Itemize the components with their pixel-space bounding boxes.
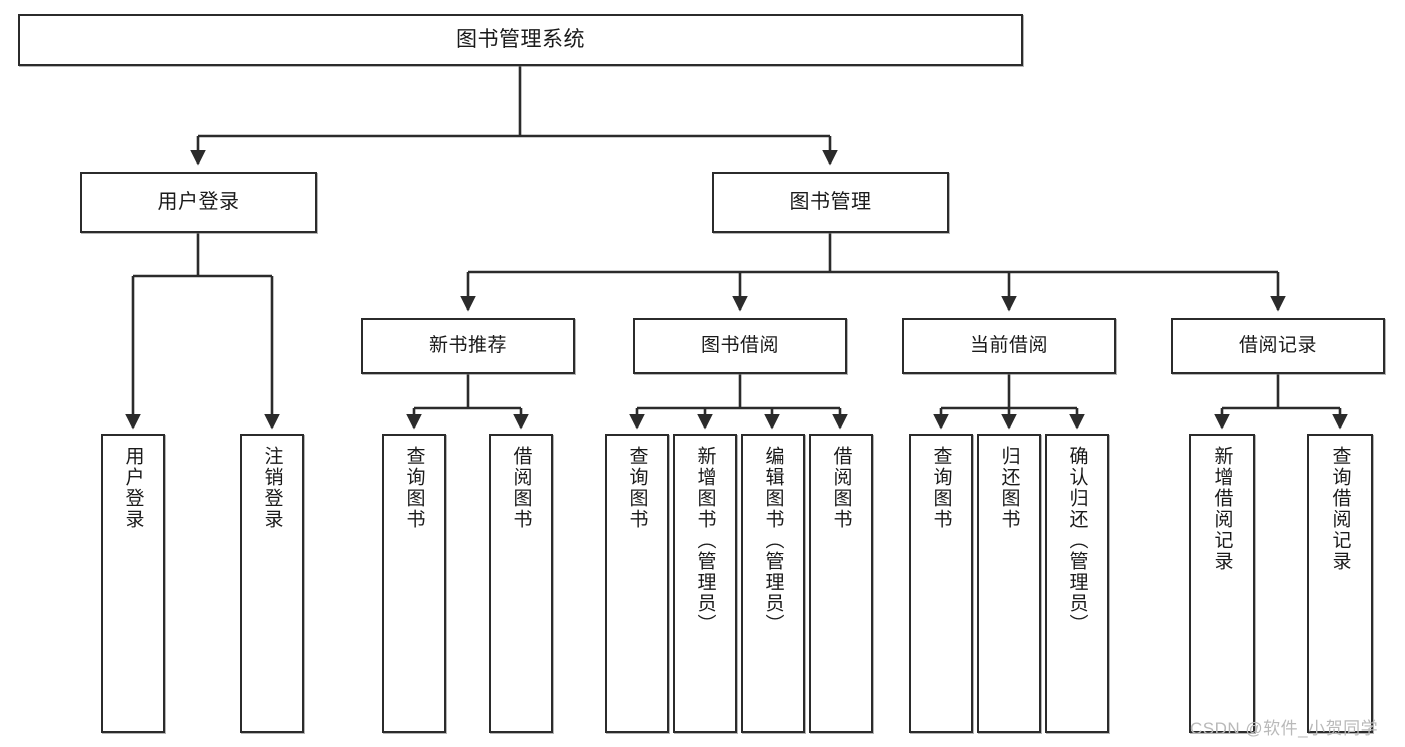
node-book-manage-label: 图书管理 [789, 190, 872, 213]
csdn-watermark: CSDN @软件_小贺同学 [1190, 719, 1379, 738]
leaf-new-book-query-label: 查询图书 [403, 446, 425, 530]
node-book-borrow[interactable]: 图书借阅 [633, 318, 847, 374]
leaf-current-borrow-confirm-label: 确认归还（管理员） [1066, 446, 1088, 635]
node-root-system-label: 图书管理系统 [456, 27, 585, 51]
leaf-book-borrow-edit-label: 编辑图书（管理员） [762, 446, 784, 635]
leaf-book-borrow-borrow-label: 借阅图书 [830, 446, 852, 530]
leaf-borrow-record-query-label: 查询借阅记录 [1329, 446, 1351, 572]
node-user-login[interactable]: 用户登录 [80, 172, 317, 233]
node-borrow-record-label: 借阅记录 [1238, 334, 1317, 356]
leaf-book-borrow-edit[interactable]: 编辑图书（管理员） [741, 434, 805, 733]
leaf-book-borrow-query-label: 查询图书 [626, 446, 648, 530]
leaf-new-book-borrow-label: 借阅图书 [510, 446, 532, 530]
leaf-book-borrow-borrow[interactable]: 借阅图书 [809, 434, 873, 733]
leaf-current-borrow-query-label: 查询图书 [930, 446, 952, 530]
leaf-book-borrow-query[interactable]: 查询图书 [605, 434, 669, 733]
leaf-borrow-record-query[interactable]: 查询借阅记录 [1307, 434, 1373, 733]
node-borrow-record[interactable]: 借阅记录 [1171, 318, 1385, 374]
node-new-book-recommend-label: 新书推荐 [428, 334, 507, 356]
leaf-borrow-record-add[interactable]: 新增借阅记录 [1189, 434, 1255, 733]
leaf-user-login-login[interactable]: 用户登录 [101, 434, 165, 733]
leaf-book-borrow-add[interactable]: 新增图书（管理员） [673, 434, 737, 733]
node-book-borrow-label: 图书借阅 [700, 334, 779, 356]
node-user-login-label: 用户登录 [157, 190, 240, 213]
leaf-current-borrow-return-label: 归还图书 [998, 446, 1020, 530]
node-book-manage[interactable]: 图书管理 [712, 172, 949, 233]
leaf-borrow-record-add-label: 新增借阅记录 [1211, 446, 1233, 572]
leaf-user-login-logout[interactable]: 注销登录 [240, 434, 304, 733]
node-current-borrow[interactable]: 当前借阅 [902, 318, 1116, 374]
node-current-borrow-label: 当前借阅 [969, 334, 1048, 356]
node-root-system[interactable]: 图书管理系统 [18, 14, 1023, 66]
leaf-current-borrow-return[interactable]: 归还图书 [977, 434, 1041, 733]
leaf-current-borrow-confirm[interactable]: 确认归还（管理员） [1045, 434, 1109, 733]
leaf-current-borrow-query[interactable]: 查询图书 [909, 434, 973, 733]
node-new-book-recommend[interactable]: 新书推荐 [361, 318, 575, 374]
leaf-new-book-query[interactable]: 查询图书 [382, 434, 446, 733]
leaf-book-borrow-add-label: 新增图书（管理员） [694, 446, 716, 635]
leaf-new-book-borrow[interactable]: 借阅图书 [489, 434, 553, 733]
leaf-user-login-login-label: 用户登录 [122, 446, 144, 530]
leaf-user-login-logout-label: 注销登录 [261, 446, 283, 530]
